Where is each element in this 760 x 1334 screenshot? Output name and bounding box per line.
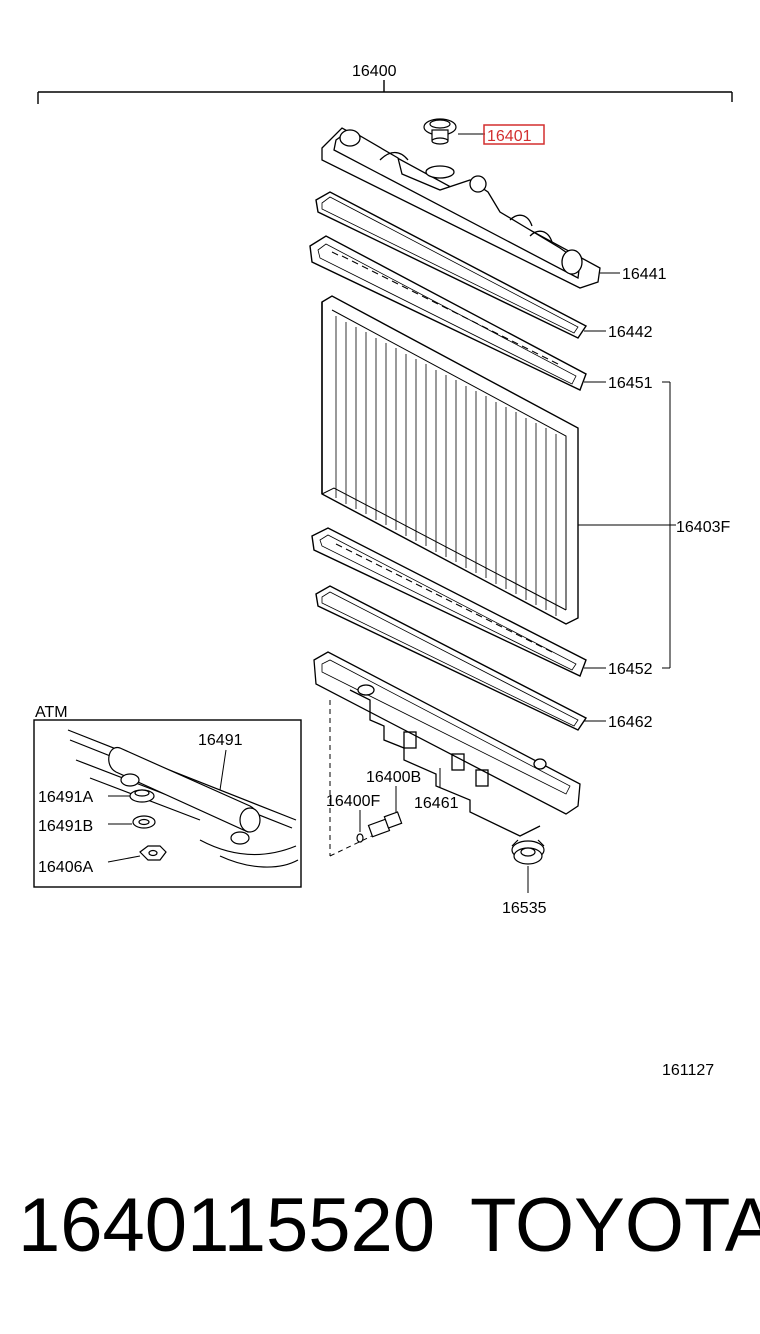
drain-plug bbox=[511, 839, 545, 865]
atm-washer-b bbox=[132, 815, 156, 829]
label-16442[interactable]: 16442 bbox=[608, 324, 653, 341]
radiator-parts-diagram: 16400 16401 16441 16442 16451 bbox=[33, 63, 733, 1079]
upper-tank bbox=[321, 127, 601, 289]
highlighted-part-label[interactable]: 16401 bbox=[487, 128, 532, 145]
label-16491B[interactable]: 16491B bbox=[38, 818, 93, 835]
label-16400B[interactable]: 16400B bbox=[366, 769, 421, 786]
label-16535[interactable]: 16535 bbox=[502, 900, 547, 917]
inset-title: ATM bbox=[35, 704, 68, 721]
label-16461[interactable]: 16461 bbox=[414, 795, 459, 812]
label-16441[interactable]: 16441 bbox=[622, 266, 667, 283]
label-16403F[interactable]: 16403F bbox=[676, 519, 730, 536]
leader-16491 bbox=[219, 749, 227, 791]
lower-gasket bbox=[315, 585, 588, 731]
diagram-code: 161127 bbox=[662, 1062, 714, 1079]
atm-washer-a bbox=[129, 789, 155, 803]
label-16491[interactable]: 16491 bbox=[198, 732, 243, 749]
radiator-cap bbox=[423, 118, 457, 145]
brand-name: TOYOTA bbox=[470, 1183, 760, 1268]
label-16452[interactable]: 16452 bbox=[608, 661, 653, 678]
highlight-box bbox=[483, 124, 545, 145]
label-16406A[interactable]: 16406A bbox=[38, 859, 93, 876]
label-16491A[interactable]: 16491A bbox=[38, 789, 93, 806]
label-16400F[interactable]: 16400F bbox=[326, 793, 380, 810]
atm-oil-cooler bbox=[67, 729, 299, 868]
atm-inset-box bbox=[33, 719, 302, 888]
core-bracket bbox=[578, 381, 676, 669]
label-16462[interactable]: 16462 bbox=[608, 714, 653, 731]
drain-cock bbox=[356, 811, 403, 843]
lower-tank bbox=[313, 651, 581, 837]
upper-gasket bbox=[315, 191, 588, 339]
label-16451[interactable]: 16451 bbox=[608, 375, 653, 392]
radiator-core bbox=[321, 295, 579, 625]
leader-16406A bbox=[107, 855, 141, 863]
part-number: 1640115520 bbox=[18, 1183, 436, 1268]
lower-grommet-plate bbox=[311, 527, 587, 677]
assembly-label[interactable]: 16400 bbox=[352, 63, 397, 80]
upper-grommet-plate bbox=[309, 235, 587, 391]
atm-nut bbox=[139, 845, 167, 861]
assembly-bracket bbox=[37, 80, 733, 104]
